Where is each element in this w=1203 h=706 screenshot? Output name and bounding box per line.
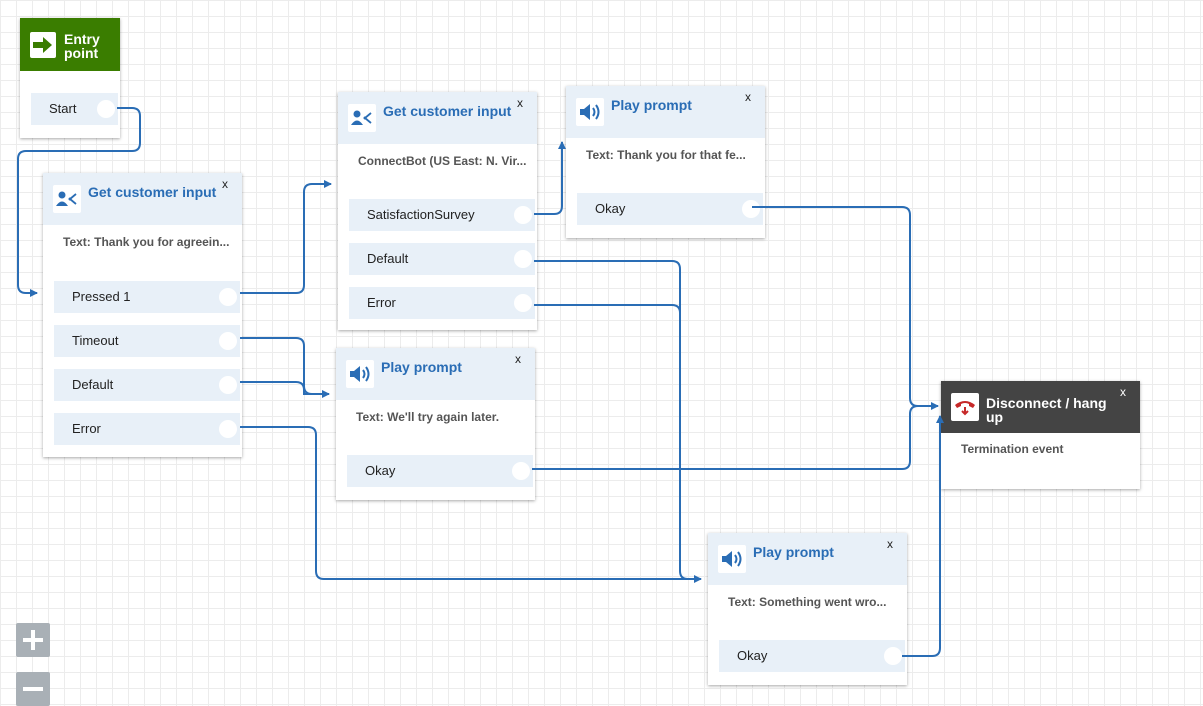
get-customer-input-block-2[interactable]: Get customer input x ConnectBot (US East… — [338, 92, 537, 330]
wire-pressed1-to-gci2 — [240, 180, 332, 294]
block-title: Play prompt — [753, 544, 834, 560]
port-label: Start — [49, 101, 77, 116]
port-connector[interactable] — [514, 206, 532, 224]
hang-up-phone-icon — [951, 393, 979, 421]
block-title: Play prompt — [381, 359, 462, 375]
port-connector[interactable] — [219, 420, 237, 438]
port-okay[interactable]: Okay — [347, 455, 533, 487]
port-label: Pressed 1 — [72, 289, 131, 304]
block-description: Text: Thank you for agreein... — [63, 235, 230, 249]
port-start[interactable]: Start — [31, 93, 118, 125]
block-header: Play prompt x — [708, 533, 907, 585]
block-title: Play prompt — [611, 97, 692, 113]
block-description: ConnectBot (US East: N. Vir... — [358, 154, 527, 168]
customer-input-icon — [53, 185, 81, 213]
wire-pp1-okay-to-disconnect — [752, 206, 939, 410]
disconnect-block[interactable]: Disconnect / hang up x Termination event — [941, 381, 1140, 489]
port-pressed-1[interactable]: Pressed 1 — [54, 281, 240, 313]
block-header: Get customer input x — [338, 92, 537, 144]
port-label: Okay — [737, 648, 768, 663]
port-satisfaction-survey[interactable]: SatisfactionSurvey — [349, 199, 535, 231]
minus-icon — [23, 687, 43, 691]
block-title: Disconnect / hang up — [986, 395, 1107, 425]
block-header: Play prompt x — [566, 86, 765, 138]
wire-gci2-default-to-pp3 — [534, 260, 701, 580]
block-description: Text: Something went wro... — [728, 595, 887, 609]
block-header: Disconnect / hang up x — [941, 381, 1140, 433]
port-label: Error — [367, 295, 396, 310]
block-header: Get customer input x — [43, 173, 242, 225]
entry-point-block[interactable]: Entry point Start — [20, 18, 120, 138]
port-default[interactable]: Default — [349, 243, 535, 275]
block-title: Get customer input — [383, 103, 512, 119]
port-label: Default — [72, 377, 114, 392]
play-prompt-block-1[interactable]: Play prompt x Text: Thank you for that f… — [566, 86, 765, 238]
close-icon[interactable]: x — [515, 352, 521, 366]
block-description: Text: We'll try again later. — [356, 410, 500, 424]
close-icon[interactable]: x — [1120, 385, 1126, 399]
get-customer-input-block-1[interactable]: Get customer input x Text: Thank you for… — [43, 173, 242, 457]
zoom-out-button[interactable] — [16, 672, 50, 706]
port-error[interactable]: Error — [349, 287, 535, 319]
block-description: Termination event — [961, 442, 1064, 456]
port-timeout[interactable]: Timeout — [54, 325, 240, 357]
block-description: Text: Thank you for that fe... — [586, 148, 746, 162]
port-connector[interactable] — [514, 250, 532, 268]
wire-survey-to-pp1 — [534, 141, 566, 215]
close-icon[interactable]: x — [887, 537, 893, 551]
port-connector[interactable] — [884, 647, 902, 665]
customer-input-icon — [348, 104, 376, 132]
block-header: Play prompt x — [336, 348, 535, 400]
wire-gci2-error-to-pp3 — [534, 304, 681, 571]
port-label: Okay — [365, 463, 396, 478]
wire-default-to-pp2 — [240, 381, 329, 395]
zoom-in-button[interactable] — [16, 623, 50, 657]
wire-timeout-to-pp2 — [240, 337, 330, 398]
port-okay[interactable]: Okay — [577, 193, 763, 225]
port-connector[interactable] — [742, 200, 760, 218]
port-connector[interactable] — [514, 294, 532, 312]
port-default[interactable]: Default — [54, 369, 240, 401]
speaker-icon — [718, 545, 746, 573]
arrow-right-icon — [30, 32, 56, 58]
port-connector[interactable] — [219, 288, 237, 306]
speaker-icon — [576, 98, 604, 126]
play-prompt-block-3[interactable]: Play prompt x Text: Something went wro..… — [708, 533, 907, 685]
port-label: Timeout — [72, 333, 119, 348]
port-error[interactable]: Error — [54, 413, 240, 445]
port-okay[interactable]: Okay — [719, 640, 905, 672]
wire-pp2-okay-to-disconnect — [532, 405, 938, 470]
port-label: Okay — [595, 201, 626, 216]
entry-point-header: Entry point — [20, 18, 120, 71]
block-title: Get customer input — [88, 184, 217, 200]
port-connector[interactable] — [512, 462, 530, 480]
wire-pp3-okay-to-disconnect — [902, 415, 944, 657]
close-icon[interactable]: x — [745, 90, 751, 104]
port-connector[interactable] — [219, 376, 237, 394]
close-icon[interactable]: x — [222, 177, 228, 191]
port-label: Error — [72, 421, 101, 436]
play-prompt-block-2[interactable]: Play prompt x Text: We'll try again late… — [336, 348, 535, 500]
plus-icon — [23, 630, 43, 650]
port-connector[interactable] — [219, 332, 237, 350]
entry-point-title: Entry point — [64, 31, 100, 61]
port-connector[interactable] — [97, 100, 115, 118]
speaker-icon — [346, 360, 374, 388]
port-label: Default — [367, 251, 409, 266]
port-label: SatisfactionSurvey — [367, 207, 475, 222]
close-icon[interactable]: x — [517, 96, 523, 110]
